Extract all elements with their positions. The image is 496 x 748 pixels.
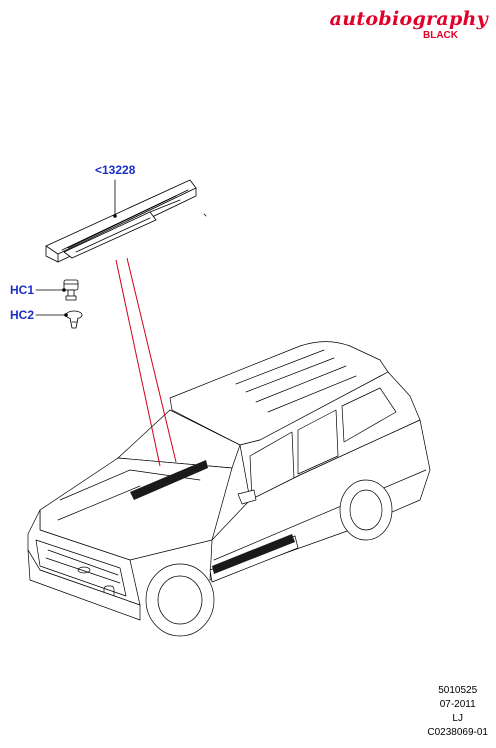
hc2-screw-part [65, 310, 83, 329]
brand-name: autobiography [329, 8, 488, 30]
reference-code: 5010525 [438, 685, 478, 696]
brand-block: autobiography BLACK [330, 8, 488, 41]
reference-block: 5010525 07-2011 LJ C0238069-01 [427, 684, 488, 740]
callout-hc2: HC2 [10, 308, 35, 322]
reference-initials: LJ [452, 713, 463, 724]
fitted-part-highlights [130, 460, 295, 574]
callout-main-part: <13228 [95, 163, 136, 177]
vehicle-outline [27, 341, 431, 637]
hc1-clip-part [63, 279, 79, 301]
brand-subtitle: BLACK [423, 30, 458, 41]
sill-treadplate-part [45, 179, 207, 263]
location-leaders [115, 257, 177, 467]
callout-hc1: HC1 [10, 283, 35, 297]
illustration-id: C0238069-01 [427, 727, 488, 738]
reference-date: 07-2011 [439, 699, 476, 710]
